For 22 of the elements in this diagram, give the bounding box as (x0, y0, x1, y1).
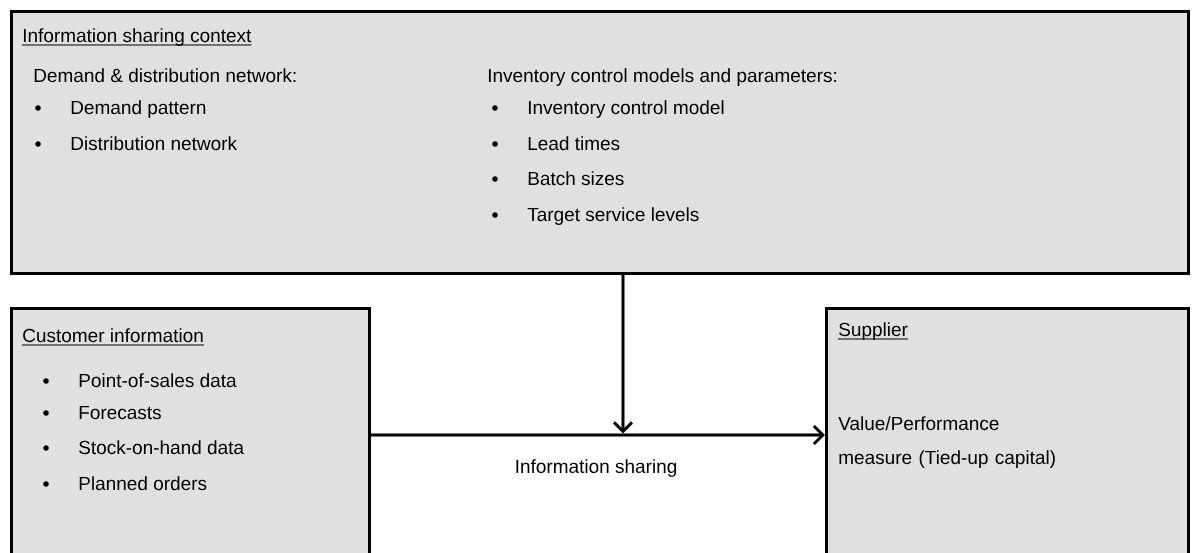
underlined-heading: Customer information (21, 328, 205, 346)
arrow (371, 424, 825, 446)
bullet-item: Batch sizes (492, 171, 624, 186)
bullet-item: Target service levels (492, 207, 699, 225)
arrow (612, 275, 634, 434)
body-text: Value/Performance measure (Tied-up capital) (838, 416, 1055, 468)
bullet-item: Stock-on-hand data (43, 440, 244, 455)
underlined-heading: Information sharing context (21, 28, 253, 46)
bullet-item: Demand pattern (35, 100, 206, 118)
bullet-item: Inventory control model (492, 100, 724, 118)
bullet-item: Forecasts (43, 405, 161, 420)
bullet-item: Planned orders (43, 476, 207, 491)
bullet-item: Distribution network (35, 136, 238, 151)
edge-label: Information sharing (512, 457, 680, 479)
subheading: Demand & distribution network: (34, 68, 296, 83)
underlined-heading: Supplier (837, 322, 909, 340)
subheading: Inventory control models and parameters: (488, 68, 837, 86)
info-box (10, 10, 1190, 275)
info-box (10, 307, 371, 553)
bullet-item: Point-of-sales data (43, 373, 237, 388)
bullet-item: Lead times (492, 136, 620, 151)
info-box (825, 307, 1190, 553)
